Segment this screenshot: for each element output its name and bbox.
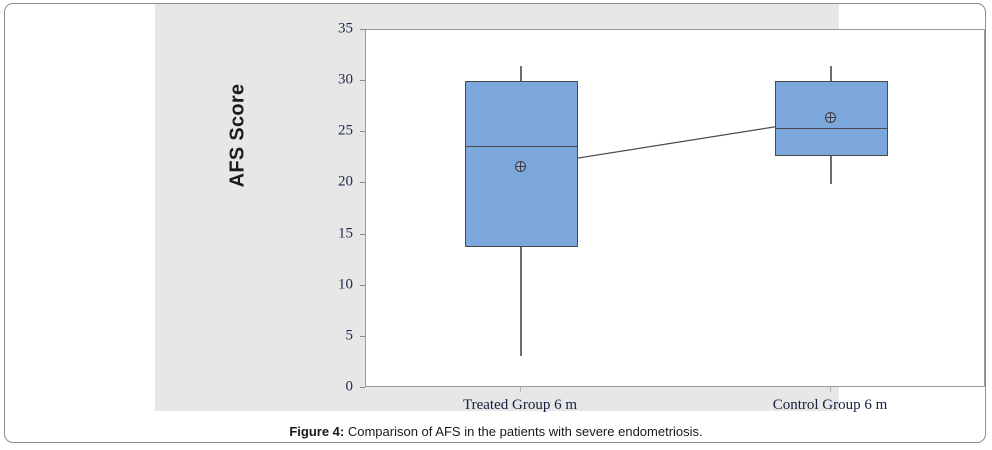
whisker-upper xyxy=(830,65,832,82)
y-tick-label: 10 xyxy=(338,276,353,293)
y-tick-mark xyxy=(360,182,365,184)
mean-marker xyxy=(825,111,836,123)
chart-panel: AFS Score 0 5 10 15 20 25 30 35 Treated Group 6… xyxy=(155,4,985,413)
figure-caption: Figure 4: Comparison of AFS in the patie… xyxy=(0,424,992,439)
x-category-label: Treated Group 6 m xyxy=(462,397,578,413)
figure-caption-prefix: Figure 4: xyxy=(289,424,345,439)
plot-area xyxy=(365,29,985,387)
y-tick-label: 15 xyxy=(338,225,353,242)
x-category-label: Control Group 6 m xyxy=(772,397,888,413)
mean-connector-line xyxy=(520,117,832,168)
whisker-lower xyxy=(520,246,522,357)
y-tick-mark xyxy=(360,284,365,286)
y-tick-label: 35 xyxy=(338,20,353,37)
y-tick-label: 25 xyxy=(338,122,353,139)
x-tick-mark xyxy=(520,387,521,392)
y-axis-title: AFS Score xyxy=(226,83,249,188)
whisker-lower xyxy=(830,155,832,185)
y-tick-mark xyxy=(360,131,365,133)
y-tick-label: 5 xyxy=(345,327,354,344)
y-tick-mark xyxy=(360,80,365,82)
median-line xyxy=(464,145,578,147)
figure-caption-text: Comparison of AFS in the patients with s… xyxy=(344,424,703,439)
mean-marker xyxy=(515,161,526,173)
x-tick-mark xyxy=(830,387,831,392)
y-tick-label: 20 xyxy=(338,173,353,190)
y-tick-mark xyxy=(360,233,365,235)
whisker-upper xyxy=(520,65,522,82)
y-tick-label: 30 xyxy=(338,71,353,88)
y-tick-mark xyxy=(360,335,365,337)
y-tick-mark xyxy=(360,29,365,30)
y-tick-mark xyxy=(360,387,365,388)
y-tick-label: 0 xyxy=(345,378,354,395)
median-line xyxy=(774,128,888,130)
